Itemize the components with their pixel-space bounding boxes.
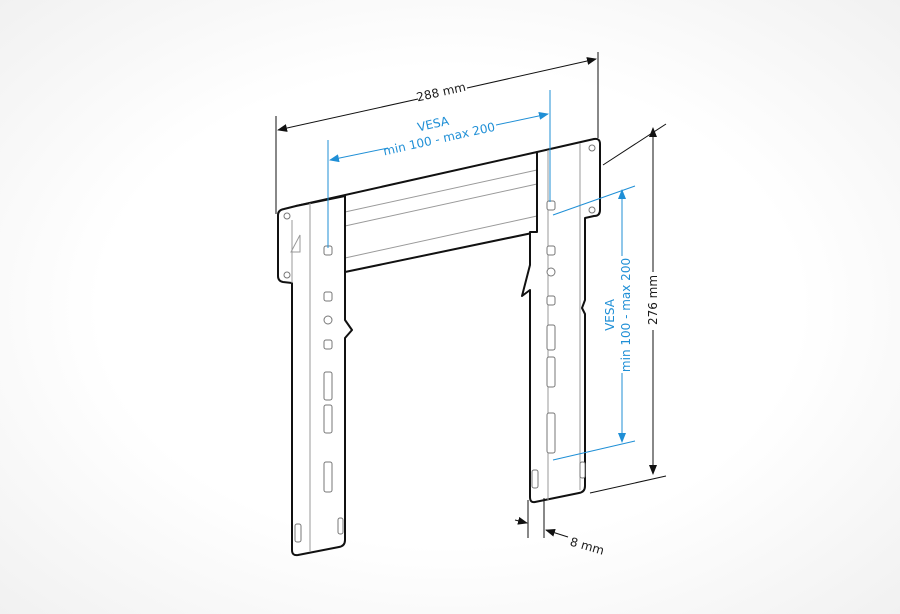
depth-dimension: 8 mm	[514, 498, 606, 558]
vesa-horizontal-title: VESA	[416, 114, 451, 135]
depth-label: 8 mm	[568, 535, 605, 558]
vesa-vertical-dimension: VESA min 100 - max 200	[552, 186, 636, 461]
height-dimension: 276 mm	[589, 124, 667, 494]
mount-bracket	[277, 137, 601, 557]
width-label: 288 mm	[415, 80, 467, 105]
vesa-vertical-range: min 100 - max 200	[619, 258, 633, 372]
height-label: 276 mm	[646, 275, 660, 325]
vesa-vertical-title: VESA	[603, 298, 617, 331]
left-plate	[277, 195, 353, 557]
